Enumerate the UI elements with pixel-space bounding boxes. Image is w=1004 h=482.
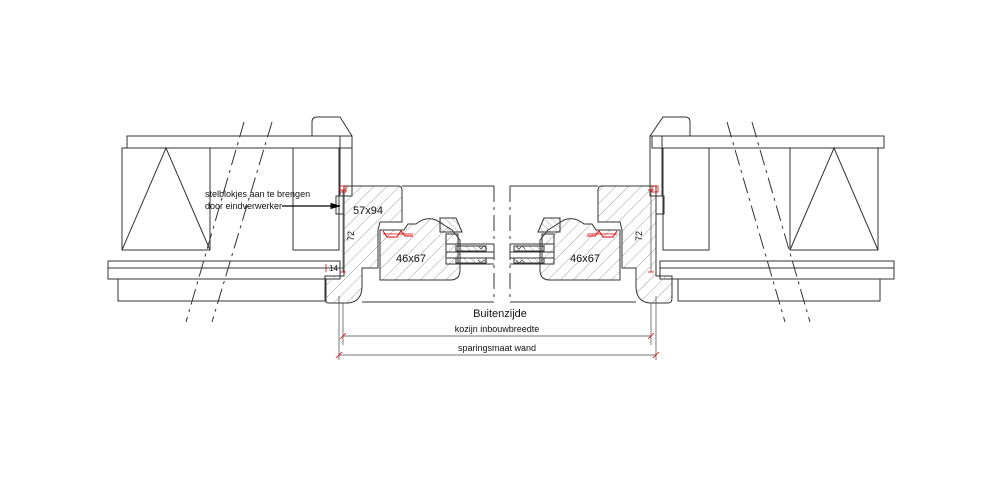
dimension-14	[322, 264, 344, 272]
left-frame-outline	[362, 185, 495, 303]
right-wall	[649, 116, 895, 302]
note-text-line1: stelblokjes aan te brengen	[205, 189, 310, 199]
frame-size-label-left: 57x94	[353, 205, 383, 217]
right-frame-outline	[509, 185, 636, 303]
left-wall-break-lines	[185, 121, 273, 323]
side-label: Buitenzijde	[473, 308, 527, 320]
dimension-14-label: 14	[329, 264, 338, 273]
right-glazing	[510, 243, 554, 265]
right-sash-section	[537, 217, 621, 281]
left-seal	[382, 230, 413, 238]
dimension-72-right	[648, 189, 654, 273]
left-glazing	[446, 243, 494, 265]
right-frame-section	[597, 185, 673, 304]
dimension-72-right-label: 72	[634, 231, 644, 241]
dimension-opening-width	[335, 296, 660, 360]
dimension-72-left-label: 72	[346, 231, 356, 241]
dimension-72-left	[340, 189, 346, 273]
opening-width-label: sparingsmaat wand	[458, 343, 536, 353]
left-frame-section	[324, 185, 403, 304]
sash-size-label-left: 46x67	[396, 253, 426, 265]
dimension-frame-width	[339, 303, 655, 345]
note-text-line2: door eindverwerker	[205, 201, 282, 211]
sash-size-label-right: 46x67	[570, 253, 600, 265]
right-wall-break-lines	[726, 121, 811, 323]
right-seal	[587, 230, 618, 238]
left-sash-section	[379, 217, 463, 281]
frame-width-label: kozijn inbouwbreedte	[455, 324, 540, 334]
